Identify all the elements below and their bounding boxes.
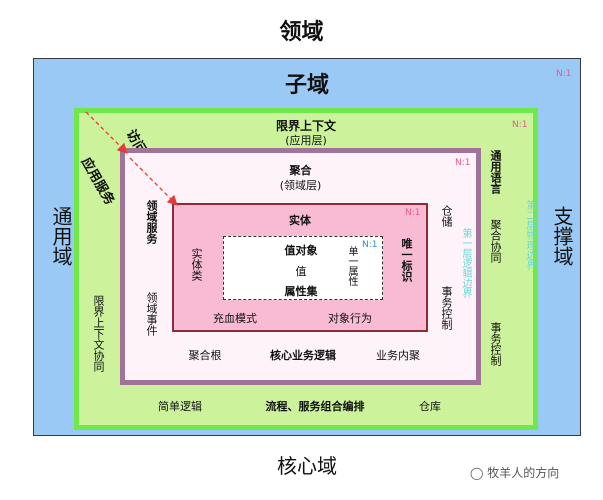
value-object-attr-set: 属性集 (284, 285, 318, 298)
aggregate-bottom-left: 聚合根 (188, 349, 222, 362)
entity-anemic: 充血模式 (213, 312, 257, 325)
aggregate-subtitle: (领域层) (279, 179, 322, 192)
context-title: 限界上下文 (275, 119, 336, 133)
aggregate-bottom-right: 业务内聚 (376, 349, 420, 362)
arrow-aggregate-to-entity (129, 157, 178, 206)
entity-behavior: 对象行为 (328, 312, 372, 325)
watermark-text: 牧羊人的方向 (487, 466, 560, 480)
entity-ratio: N:1 (405, 208, 421, 218)
value-object-value: 值 (295, 265, 307, 278)
context-right-top: 通用语言 (489, 150, 502, 194)
value-object-ratio: N:1 (362, 240, 378, 250)
watermark: ◯ 牧羊人的方向 (470, 464, 559, 481)
entity-class: 实体类 (190, 248, 203, 281)
aggregate-transaction: 事务控制 (440, 286, 453, 330)
context-subtitle: (应用层) (285, 134, 327, 147)
value-object-title: 值对象 (284, 244, 318, 257)
aggregate-second-boundary: 第二层物理边界 (524, 200, 535, 270)
context-left-label: 限界上下文协同 (92, 295, 105, 372)
arrow-context-to-aggregate (85, 111, 128, 154)
context-ratio: N:1 (512, 120, 528, 130)
context-bottom-left: 简单逻辑 (158, 400, 202, 413)
aggregate-title: 聚合 (289, 164, 312, 177)
aggregate-ratio: N:1 (455, 158, 471, 168)
context-right-bottom: 事务控制 (489, 322, 502, 366)
subdomain-right-label: 支撑域 (550, 206, 574, 266)
aggregate-bottom-center: 核心业务逻辑 (270, 349, 336, 362)
aggregate-domain-service: 领域服务 (145, 200, 158, 244)
subdomain-bottom-label: 核心域 (277, 454, 337, 478)
wechat-icon: ◯ (470, 466, 484, 480)
subdomain-ratio: N:1 (556, 69, 572, 79)
value-object-single-attr: 单一属性 (346, 246, 357, 286)
context-right-mid: 聚合协同 (489, 219, 502, 263)
aggregate-boundary: 第一层逻辑边界 (460, 228, 471, 298)
context-bottom-center: 流程、服务组合编排 (265, 400, 365, 413)
context-bottom-right: 仓库 (419, 400, 441, 413)
subdomain-left-label: 通用域 (49, 206, 73, 266)
aggregate-repository: 仓储 (440, 205, 453, 227)
entity-unique-id: 唯一标识 (400, 238, 413, 282)
domain-title: 领域 (279, 20, 324, 45)
aggregate-domain-event: 领域事件 (145, 292, 158, 336)
entity-title: 实体 (289, 214, 311, 227)
value-object-box (223, 236, 383, 300)
subdomain-title: 子域 (284, 73, 329, 98)
